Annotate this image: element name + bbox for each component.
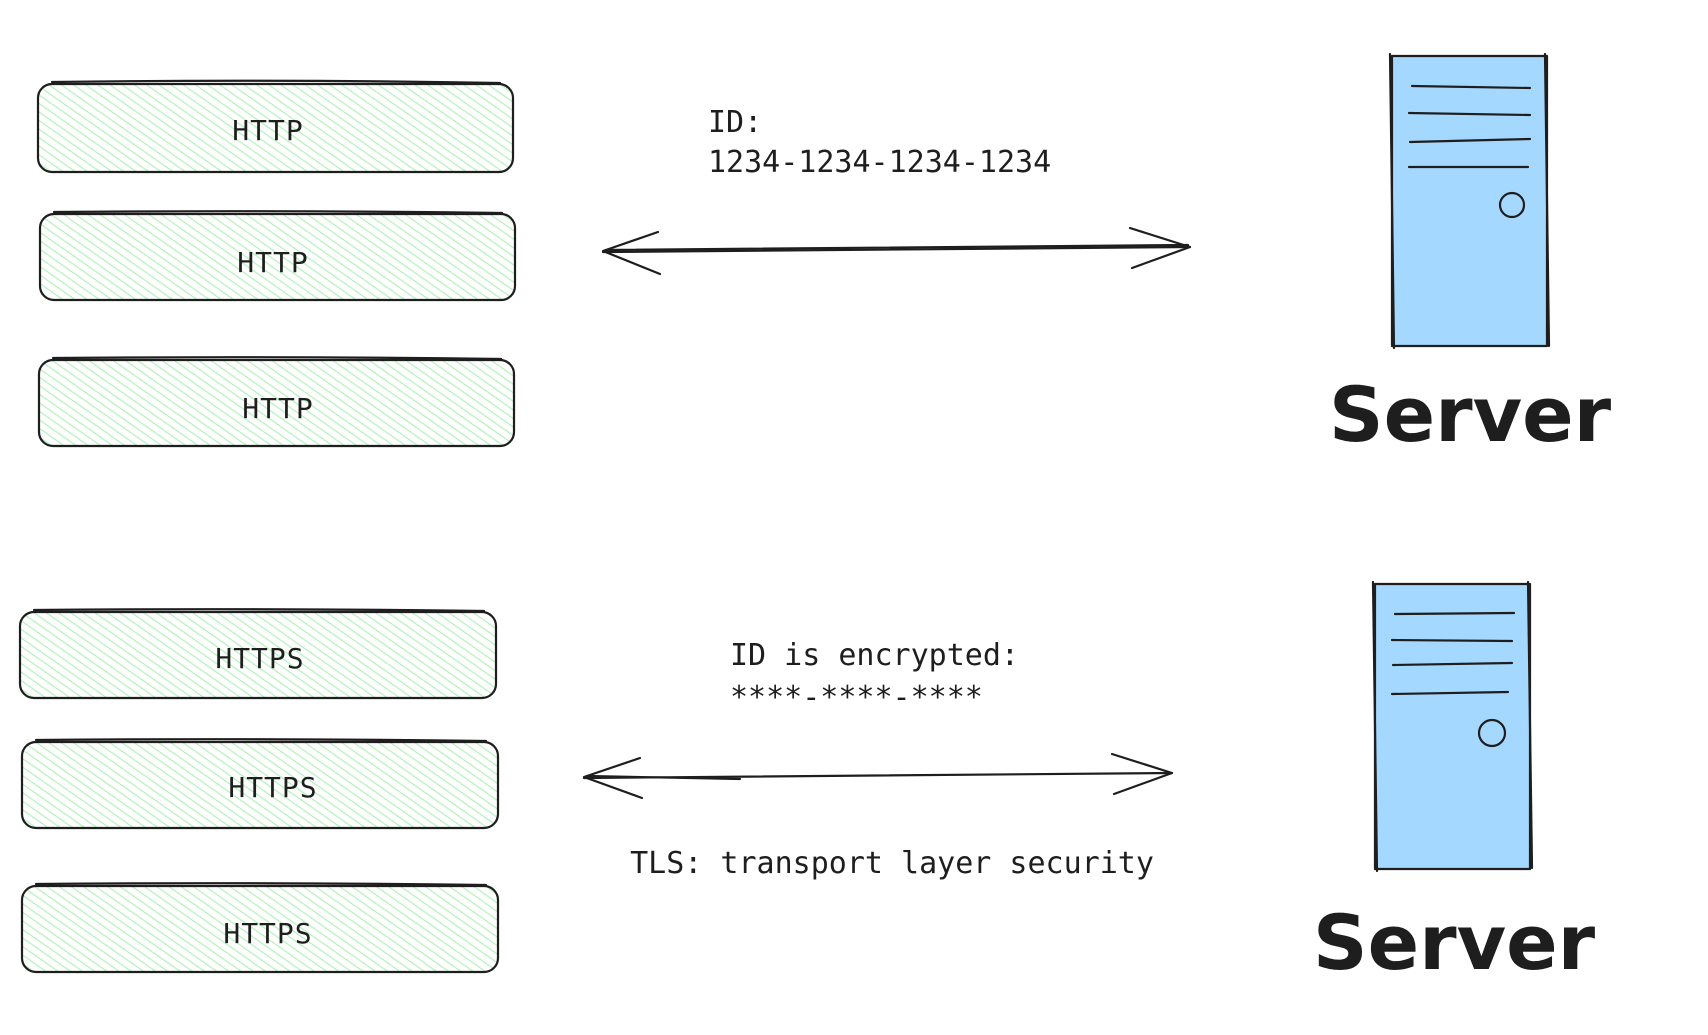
http-box: HTTP: [38, 210, 517, 302]
https-section: HTTPS HTTPS HTTPS ID is encrypted: ****-…: [18, 580, 1596, 987]
https-box: HTTPS: [18, 608, 498, 700]
http-double-arrow: [601, 226, 1192, 276]
https-box: HTTPS: [20, 738, 500, 830]
http-box-label: HTTP: [242, 392, 313, 425]
http-id-label: ID:: [708, 105, 762, 140]
https-box-label: HTTPS: [228, 771, 317, 804]
http-box-label: HTTP: [237, 246, 308, 279]
server-label: Server: [1329, 370, 1612, 459]
http-box: HTTP: [37, 356, 516, 448]
https-id-label: ID is encrypted:: [730, 638, 1019, 673]
server-icon: [1388, 52, 1551, 350]
https-double-arrow: [582, 752, 1174, 800]
http-box: HTTP: [36, 79, 515, 174]
https-box-label: HTTPS: [223, 917, 312, 950]
https-id-masked: ****-****-****: [730, 680, 983, 715]
http-section: HTTP HTTP HTTP ID: 1234-1234-1234-1234: [36, 52, 1612, 459]
http-id-value: 1234-1234-1234-1234: [708, 145, 1051, 180]
http-box-label: HTTP: [232, 114, 303, 147]
https-box: HTTPS: [20, 882, 500, 974]
server-icon: [1371, 580, 1534, 873]
tls-footnote: TLS: transport layer security: [630, 846, 1154, 881]
https-box-label: HTTPS: [215, 642, 304, 675]
server-label: Server: [1313, 898, 1596, 987]
